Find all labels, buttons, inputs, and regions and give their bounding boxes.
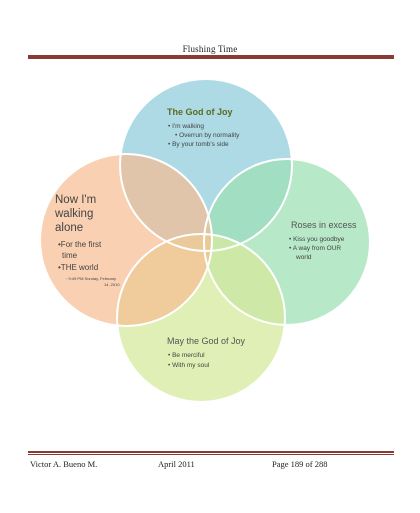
bottom-circle-title: May the God of Joy [167,336,246,346]
bottom-circle-item: • Be merciful [168,352,205,359]
left-circle-subitem: 14, 2010 [104,282,120,287]
left-circle-item: •THE world [58,263,98,272]
header-rule [28,55,394,59]
top-circle-title: The God of Joy [167,107,233,117]
footer-page-number: Page 189 of 288 [272,459,328,469]
top-circle-item: • I'm walking [168,123,204,130]
left-circle-title: walking [54,208,93,220]
circle-left [40,154,212,326]
footer-author: Victor A. Bueno M. [30,459,98,469]
top-circle-item: • By your tomb's side [168,141,229,148]
left-circle-subitem: ◦ 9:49 PM Sunday, February [66,276,116,281]
bottom-circle-item: • With my soul [168,362,210,369]
footer-rule [28,451,394,455]
left-circle-item: •For the first [58,240,102,249]
footer-date: April 2011 [158,459,195,469]
left-circle-title: Now I'm [55,194,96,206]
right-circle-item: • A way from OUR [289,245,341,252]
top-circle-item: • Overrun by normality [175,132,240,139]
right-circle-title: Roses in excess [291,220,357,230]
right-circle-item: • Kiss you goodbye [289,236,345,243]
left-circle-item: time [62,251,78,260]
left-circle-title: alone [55,222,83,234]
right-circle-item: world [295,254,312,261]
page-header: Flushing Time [182,44,238,54]
